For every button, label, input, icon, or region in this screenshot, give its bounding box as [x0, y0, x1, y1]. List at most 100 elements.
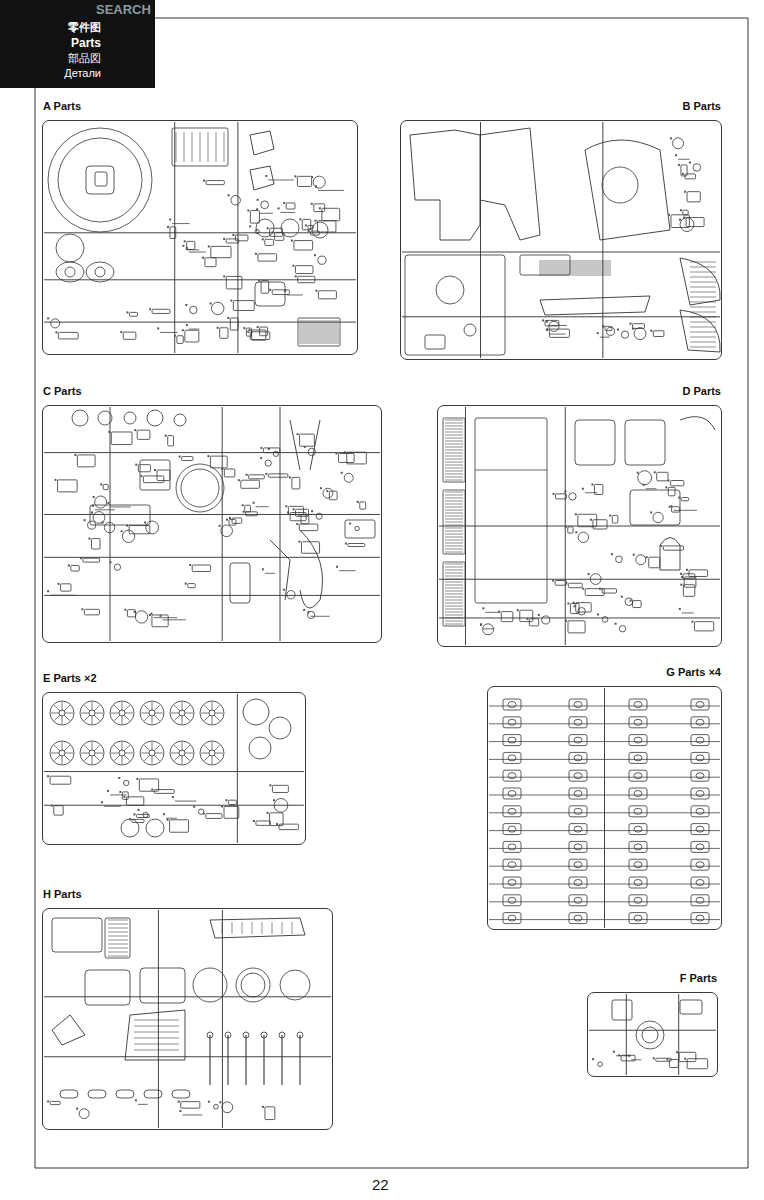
part-number-tab	[637, 472, 639, 474]
sprue-part	[215, 753, 223, 754]
sprue-part	[127, 610, 135, 617]
sprue-part	[92, 716, 93, 724]
part-number-tab	[650, 330, 652, 332]
part-number-tab	[597, 613, 599, 615]
runner	[489, 848, 720, 849]
sprue-part	[508, 719, 516, 725]
part-number-tab	[107, 790, 109, 792]
sprue-part	[445, 531, 463, 532]
sprue-part	[250, 210, 259, 223]
sprue-part	[445, 504, 463, 505]
sprue-part	[569, 877, 587, 888]
sprue-part	[124, 412, 136, 424]
sprue-part	[480, 128, 540, 240]
part-number-tab	[564, 490, 566, 492]
part-number-tab	[273, 799, 275, 801]
part-number-tab	[262, 568, 264, 570]
part-number-tab	[303, 609, 305, 611]
part-number-tab	[133, 813, 135, 815]
sprue-part	[192, 132, 193, 162]
part-number-tab	[653, 1057, 655, 1059]
part-number-tab	[546, 320, 548, 322]
part-number-tab	[238, 479, 240, 481]
sprue-part	[243, 699, 269, 725]
sprue-part	[110, 741, 134, 765]
sprue-part	[206, 181, 224, 185]
sprue-part	[549, 329, 569, 337]
sprue-part	[569, 699, 587, 710]
sprue-part	[556, 494, 567, 499]
sprue-part	[119, 750, 125, 756]
sprue-part	[569, 735, 587, 746]
sprue-part	[310, 320, 311, 344]
sprue-part	[84, 715, 90, 721]
sprue-part	[602, 617, 608, 623]
part-number-tab	[315, 185, 317, 187]
sprue-part	[560, 260, 561, 276]
sprue-part	[168, 436, 174, 446]
sprue-part	[241, 480, 260, 488]
runner	[44, 771, 304, 772]
sprue-part	[207, 1032, 213, 1038]
part-number-tab	[615, 623, 617, 625]
part-number-tab	[257, 199, 259, 201]
sprue-part	[445, 510, 463, 511]
sprue-part	[122, 702, 123, 710]
sprue-part	[295, 266, 313, 274]
sprue-part	[594, 484, 602, 494]
sprue-part	[520, 610, 533, 621]
sprue-part	[445, 615, 463, 616]
runner	[489, 884, 720, 885]
part-number-tab	[221, 468, 223, 470]
sprue-part	[204, 755, 210, 761]
part-number-tab	[284, 290, 286, 292]
sprue-part	[629, 752, 647, 763]
sprue-part	[445, 501, 463, 502]
sprue-part	[690, 332, 716, 333]
sprue-part	[445, 450, 463, 451]
sprue-part	[445, 498, 463, 499]
sprue-part	[612, 516, 618, 524]
sprue-part	[445, 492, 463, 493]
part-number-tab	[154, 469, 156, 471]
sprue-part	[187, 241, 195, 249]
part-number-tab	[265, 473, 267, 475]
part-number-tab	[315, 220, 317, 222]
sprue-part	[228, 800, 236, 804]
part-number-tab	[260, 457, 262, 459]
sprue-part	[671, 481, 684, 486]
sprue-part	[646, 488, 657, 489]
sprue-part	[690, 322, 716, 323]
sprue-part	[298, 276, 315, 282]
sprue-part	[503, 752, 521, 763]
sprue-part	[297, 176, 311, 186]
runner	[489, 723, 720, 724]
part-number-tab	[262, 1106, 264, 1108]
sprue-part	[696, 755, 704, 761]
sprue-part	[262, 922, 263, 934]
part-number-tab	[588, 573, 590, 575]
sprue-part	[200, 132, 201, 162]
sprue-part	[578, 514, 597, 526]
runner	[589, 1030, 716, 1031]
sprue-part	[62, 702, 63, 710]
runner	[44, 1056, 331, 1057]
sprue-part	[58, 332, 78, 339]
part-number-tab	[668, 480, 670, 482]
sprue-part	[116, 1090, 134, 1098]
part-number-tab	[242, 504, 244, 506]
sprue-part	[212, 702, 213, 710]
sprue-part	[445, 459, 463, 460]
part-number-tab	[167, 226, 169, 228]
part-number-tab	[308, 230, 310, 232]
part-number-tab	[230, 300, 232, 302]
sprue-part	[445, 600, 463, 601]
sprue-part	[569, 824, 587, 835]
part-number-tab	[253, 502, 255, 504]
sprue-part	[54, 806, 63, 815]
sprue-part	[686, 218, 704, 227]
sprue-part	[138, 1104, 148, 1105]
part-number-tab	[165, 435, 167, 437]
part-number-tab	[574, 605, 576, 607]
sprue-part	[569, 788, 587, 799]
